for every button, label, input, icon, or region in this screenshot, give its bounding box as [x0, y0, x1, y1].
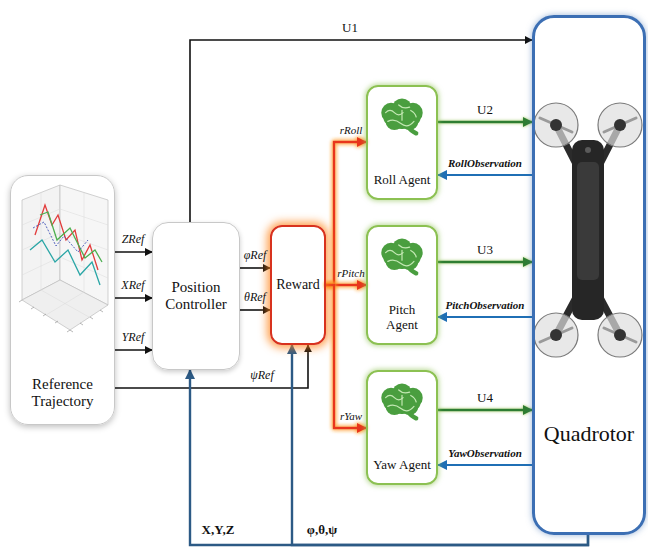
- drone-propeller: [534, 103, 642, 357]
- agent-box: Pitch Agent: [366, 225, 438, 345]
- brain-icon: [381, 238, 422, 273]
- reward-box: Reward: [270, 225, 326, 345]
- edge-label: ZRef: [122, 233, 145, 246]
- trajectory-line: [35, 205, 98, 270]
- connector-arrow: [326, 285, 366, 428]
- connector-arrow: [292, 345, 588, 545]
- edge-label: rYaw: [340, 410, 362, 422]
- drone-body: [572, 140, 604, 320]
- edge-label: φRef: [244, 249, 267, 262]
- node-text: Roll Agent: [374, 173, 431, 188]
- connector-arrow: [240, 309, 270, 311]
- quadrotor-box: Quadrotor: [532, 15, 646, 535]
- drone-arm: [556, 125, 620, 335]
- node-text: Yaw Agent: [373, 458, 431, 473]
- trajectory-line: [30, 240, 100, 285]
- node-text: Position Controller: [157, 279, 235, 314]
- agent-box: Roll Agent: [366, 85, 438, 200]
- trajectory-line: [33, 222, 88, 252]
- edge-label: YRef: [122, 331, 145, 344]
- connector-arrow: [115, 297, 152, 299]
- edge-label: rPitch: [337, 267, 365, 279]
- connector-arrow: [438, 261, 532, 264]
- connector-arrow: [438, 174, 532, 176]
- plot-grid: [22, 192, 108, 317]
- connector-arrow: [438, 316, 532, 318]
- trajectory-line: [40, 212, 102, 262]
- edge-label: rRoll: [340, 124, 363, 136]
- plot-floor: [22, 280, 108, 330]
- controller-box: Position Controller: [152, 222, 240, 370]
- edge-label: X,Y,Z: [202, 523, 235, 537]
- node-text: Pitch Agent: [372, 303, 432, 333]
- connector-arrow: [438, 409, 532, 412]
- brain-icon: [381, 383, 422, 418]
- edge-label: U3: [477, 243, 493, 257]
- edge-label: φ,θ,ψ: [307, 523, 337, 537]
- edge-label: XRef: [121, 279, 144, 292]
- node-text: Quadrotor: [544, 421, 634, 446]
- edge-label: U1: [342, 21, 358, 35]
- connector-arrow: [438, 121, 532, 124]
- edge-label: θRef: [244, 291, 266, 304]
- edge-label: PitchObservation: [446, 299, 525, 311]
- connector-arrow: [115, 345, 308, 388]
- connector-group: [115, 40, 588, 545]
- edge-label: RollObservation: [448, 157, 522, 169]
- edge-label: YawObservation: [448, 447, 522, 459]
- connector-arrow: [438, 464, 532, 466]
- connector-arrow: [115, 349, 152, 351]
- connector-arrow: [190, 40, 532, 222]
- connector-arrow: [190, 370, 588, 545]
- trajectory-box: Reference Trajectory: [10, 175, 115, 425]
- quadrotor-drawing: [534, 103, 642, 357]
- connector-arrow: [326, 142, 366, 285]
- plot-ticks: [19, 300, 103, 332]
- edge-label: U4: [477, 391, 493, 405]
- drone-camera: [585, 147, 591, 153]
- node-text: Reference Trajectory: [15, 376, 110, 411]
- connector-arrow: [115, 251, 152, 253]
- edge-label: ψRef: [250, 369, 273, 382]
- drone-body: [577, 162, 599, 280]
- edge-label: U2: [477, 103, 493, 117]
- connector-arrow: [240, 267, 270, 269]
- brain-icon: [381, 98, 422, 133]
- agent-box: Yaw Agent: [366, 370, 438, 485]
- trajectory-plot: [19, 185, 108, 332]
- node-text: Reward: [276, 277, 320, 293]
